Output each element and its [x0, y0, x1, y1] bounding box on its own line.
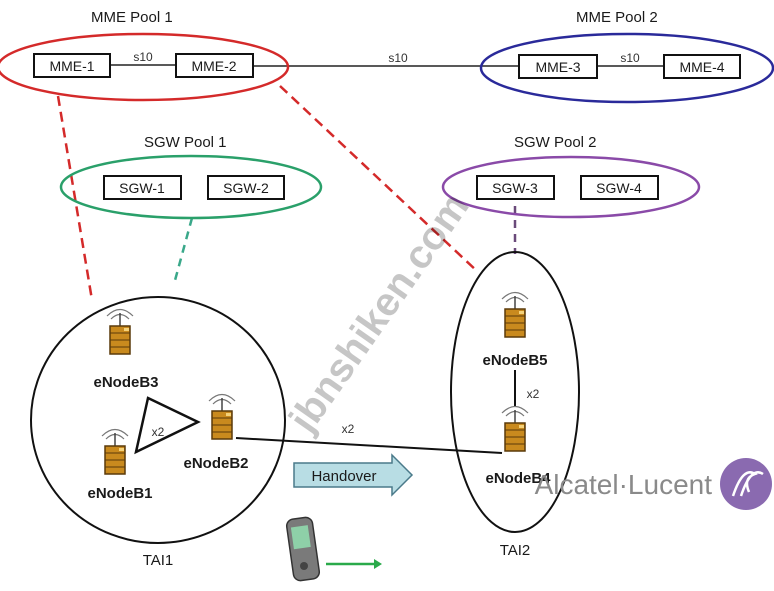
dashed-link-sgw-pool1-tai1: [172, 217, 194, 285]
brand-wordmark: Alcatel·Lucent: [535, 469, 713, 500]
enodeb3-icon: [106, 308, 134, 355]
motion-arrow-icon: [326, 559, 382, 569]
enodeb4-label: eNodeB4: [485, 470, 551, 487]
svg-text:SGW-4: SGW-4: [596, 180, 642, 196]
s10-label-pool1: s10: [133, 50, 153, 64]
sgw-1-box: SGW-1: [103, 175, 182, 200]
x2-label-tai2: x2: [527, 387, 540, 401]
enodeb2-icon: [208, 393, 236, 440]
enodeb5-label: eNodeB5: [482, 352, 547, 369]
mme-pool-1-title: MME Pool 1: [91, 9, 173, 26]
enodeb4-icon: [501, 405, 529, 452]
svg-text:MME-3: MME-3: [535, 59, 580, 75]
sgw-pool-1-ellipse: [59, 154, 323, 220]
sgw-pool-1-title: SGW Pool 1: [144, 134, 227, 151]
mme-4-box: MME-4: [663, 54, 741, 79]
enodeb3-label: eNodeB3: [93, 374, 158, 391]
mme-pool-2-title: MME Pool 2: [576, 9, 658, 26]
mme-pool-1-ellipse: [0, 32, 290, 102]
svg-text:SGW-2: SGW-2: [223, 180, 269, 196]
enodeb1-icon: [101, 428, 129, 475]
x2-triangle-tai1: [134, 396, 201, 455]
sgw-4-box: SGW-4: [580, 175, 659, 200]
tai1-ellipse: [30, 296, 286, 544]
mme-pool-2-ellipse: [479, 32, 774, 104]
enodeb2-label: eNodeB2: [183, 455, 248, 472]
svg-text:MME-4: MME-4: [679, 59, 724, 75]
s10-label-inter-pool: s10: [388, 51, 408, 65]
tai2-ellipse: [450, 251, 580, 533]
svg-text:SGW-1: SGW-1: [119, 180, 165, 196]
svg-text:MME-2: MME-2: [191, 58, 236, 74]
handover-label: Handover: [311, 468, 376, 485]
mobile-phone-icon: [285, 516, 321, 582]
enodeb1-label: eNodeB1: [87, 485, 152, 502]
sgw-3-box: SGW-3: [476, 175, 555, 200]
mme-2-box: MME-2: [175, 53, 254, 78]
dashed-link-mme-pool1-tai1: [56, 95, 94, 301]
x2-label-tai1: x2: [152, 425, 165, 439]
watermark: jbnshiken.com: [280, 185, 477, 440]
enodeb5-icon: [501, 291, 529, 338]
handover-arrow: Handover: [293, 453, 414, 497]
sgw-pool-2-ellipse: [441, 155, 701, 219]
dashed-link-mme-pool1-tai2: [279, 85, 479, 273]
alcatel-lucent-logo-icon: [720, 458, 772, 510]
tai2-label: TAI2: [500, 542, 531, 559]
tai1-label: TAI1: [143, 552, 174, 569]
x2-label-inter-tai: x2: [342, 422, 355, 436]
svg-text:MME-1: MME-1: [49, 58, 94, 74]
sgw-pool-2-title: SGW Pool 2: [514, 134, 597, 151]
x2-link-tai1-tai2: [235, 437, 503, 454]
mme-3-box: MME-3: [518, 54, 598, 79]
mme-1-box: MME-1: [33, 53, 111, 78]
s10-label-pool2: s10: [620, 51, 640, 65]
sgw-2-box: SGW-2: [207, 175, 285, 200]
svg-text:SGW-3: SGW-3: [492, 180, 538, 196]
